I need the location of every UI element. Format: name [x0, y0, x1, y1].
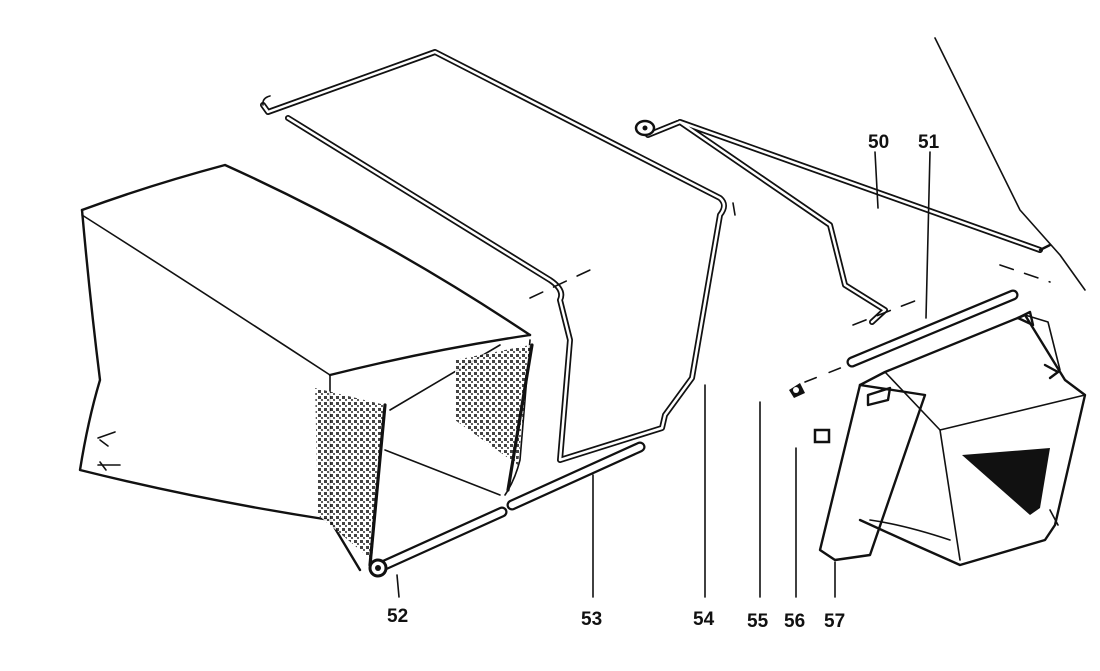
part-52-rear-tube: [368, 506, 508, 578]
part-51-pin-rod: [846, 289, 1019, 368]
callout-54: 54: [693, 609, 715, 630]
grass-bag: [78, 163, 534, 572]
callout-50: 50: [868, 132, 889, 153]
part-53-rod: [506, 441, 646, 511]
callout-57: 57: [824, 611, 845, 632]
callout-56: 56: [784, 611, 805, 632]
callout-labels: 50 51 52 53 54 55 56 57: [387, 132, 940, 632]
callout-53: 53: [581, 609, 602, 630]
leader-lines: [396, 151, 931, 598]
part-57-deflector: [818, 310, 1087, 567]
part-56-clip: [813, 428, 831, 444]
part-54-frame-wire: [260, 49, 736, 463]
assembly-guide-lines: [529, 37, 1086, 383]
callout-52: 52: [387, 606, 408, 627]
part-50-hanger-bracket: [634, 119, 1052, 325]
callout-55: 55: [747, 611, 769, 632]
callout-51: 51: [918, 132, 940, 153]
part-55-screw: [789, 383, 805, 398]
